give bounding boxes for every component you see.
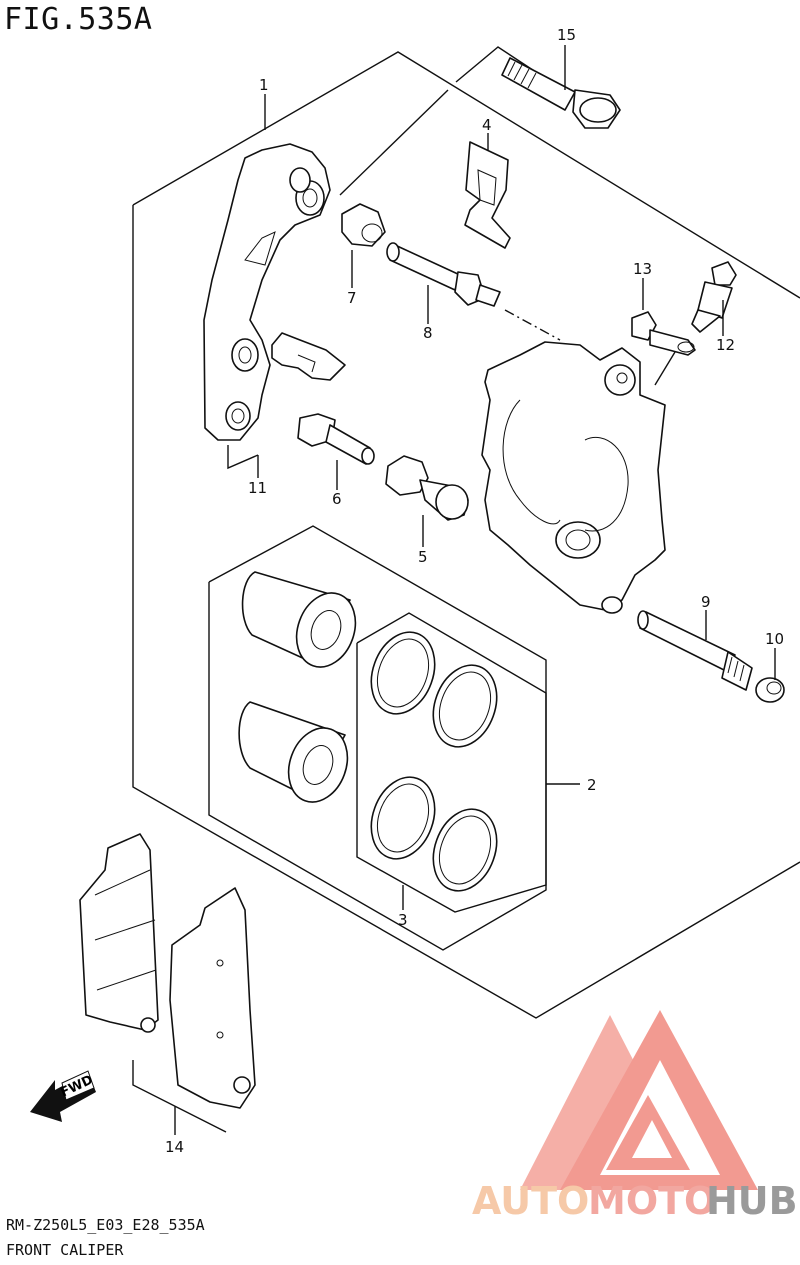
fwd-arrow-icon bbox=[30, 1070, 96, 1122]
pad-clip bbox=[271, 332, 346, 381]
callout-9: 9 bbox=[701, 593, 711, 611]
piston-kit-outline bbox=[208, 525, 580, 951]
assembly-outline bbox=[132, 51, 800, 1019]
watermark-text-hub: HUB bbox=[706, 1179, 798, 1223]
callout-11: 11 bbox=[248, 479, 267, 497]
callout-12: 12 bbox=[716, 336, 735, 354]
callout-5: 5 bbox=[418, 548, 428, 566]
section-name: FRONT CALIPER bbox=[6, 1241, 124, 1259]
plug bbox=[755, 677, 785, 703]
caliper-body bbox=[481, 341, 666, 614]
seal-2 bbox=[432, 664, 498, 748]
callout-7: 7 bbox=[347, 289, 357, 307]
bleeder-cap bbox=[631, 311, 696, 356]
seal-3 bbox=[370, 776, 436, 860]
pad-spring bbox=[464, 141, 511, 249]
slide-pin-lower bbox=[297, 413, 375, 465]
watermark-text-auto: AUTO bbox=[472, 1179, 589, 1223]
watermark-text-moto: MOTO bbox=[588, 1179, 716, 1223]
caliper-bracket bbox=[203, 143, 331, 441]
caliper-bolt bbox=[501, 57, 621, 129]
brake-pad-right bbox=[169, 887, 256, 1109]
bleeder-valve bbox=[691, 261, 737, 333]
boot bbox=[341, 203, 386, 247]
leader-lines bbox=[227, 45, 776, 680]
figure-title: FIG.535A bbox=[4, 2, 153, 37]
callout-13: 13 bbox=[633, 260, 652, 278]
callout-14: 14 bbox=[165, 1138, 184, 1156]
seal-kit-outline bbox=[356, 612, 547, 913]
seal-1 bbox=[370, 631, 436, 715]
piston-lower bbox=[238, 701, 349, 803]
brake-pad-left bbox=[79, 833, 159, 1033]
pad-leader bbox=[132, 1060, 227, 1133]
callout-6: 6 bbox=[332, 490, 342, 508]
callout-15: 15 bbox=[557, 26, 576, 44]
callout-4: 4 bbox=[482, 116, 492, 134]
watermark-logo bbox=[520, 1010, 758, 1190]
callout-10: 10 bbox=[765, 630, 784, 648]
model-code: RM-Z250L5_E03_E28_535A bbox=[6, 1216, 205, 1234]
callout-1: 1 bbox=[259, 76, 269, 94]
slide-pin-upper bbox=[386, 242, 501, 307]
callout-3: 3 bbox=[398, 911, 408, 929]
seal-4 bbox=[432, 808, 498, 892]
piston-upper bbox=[241, 571, 357, 668]
pin-boot bbox=[385, 455, 469, 521]
callout-2: 2 bbox=[587, 776, 597, 794]
retaining-pin bbox=[637, 610, 753, 691]
callout-8: 8 bbox=[423, 324, 433, 342]
